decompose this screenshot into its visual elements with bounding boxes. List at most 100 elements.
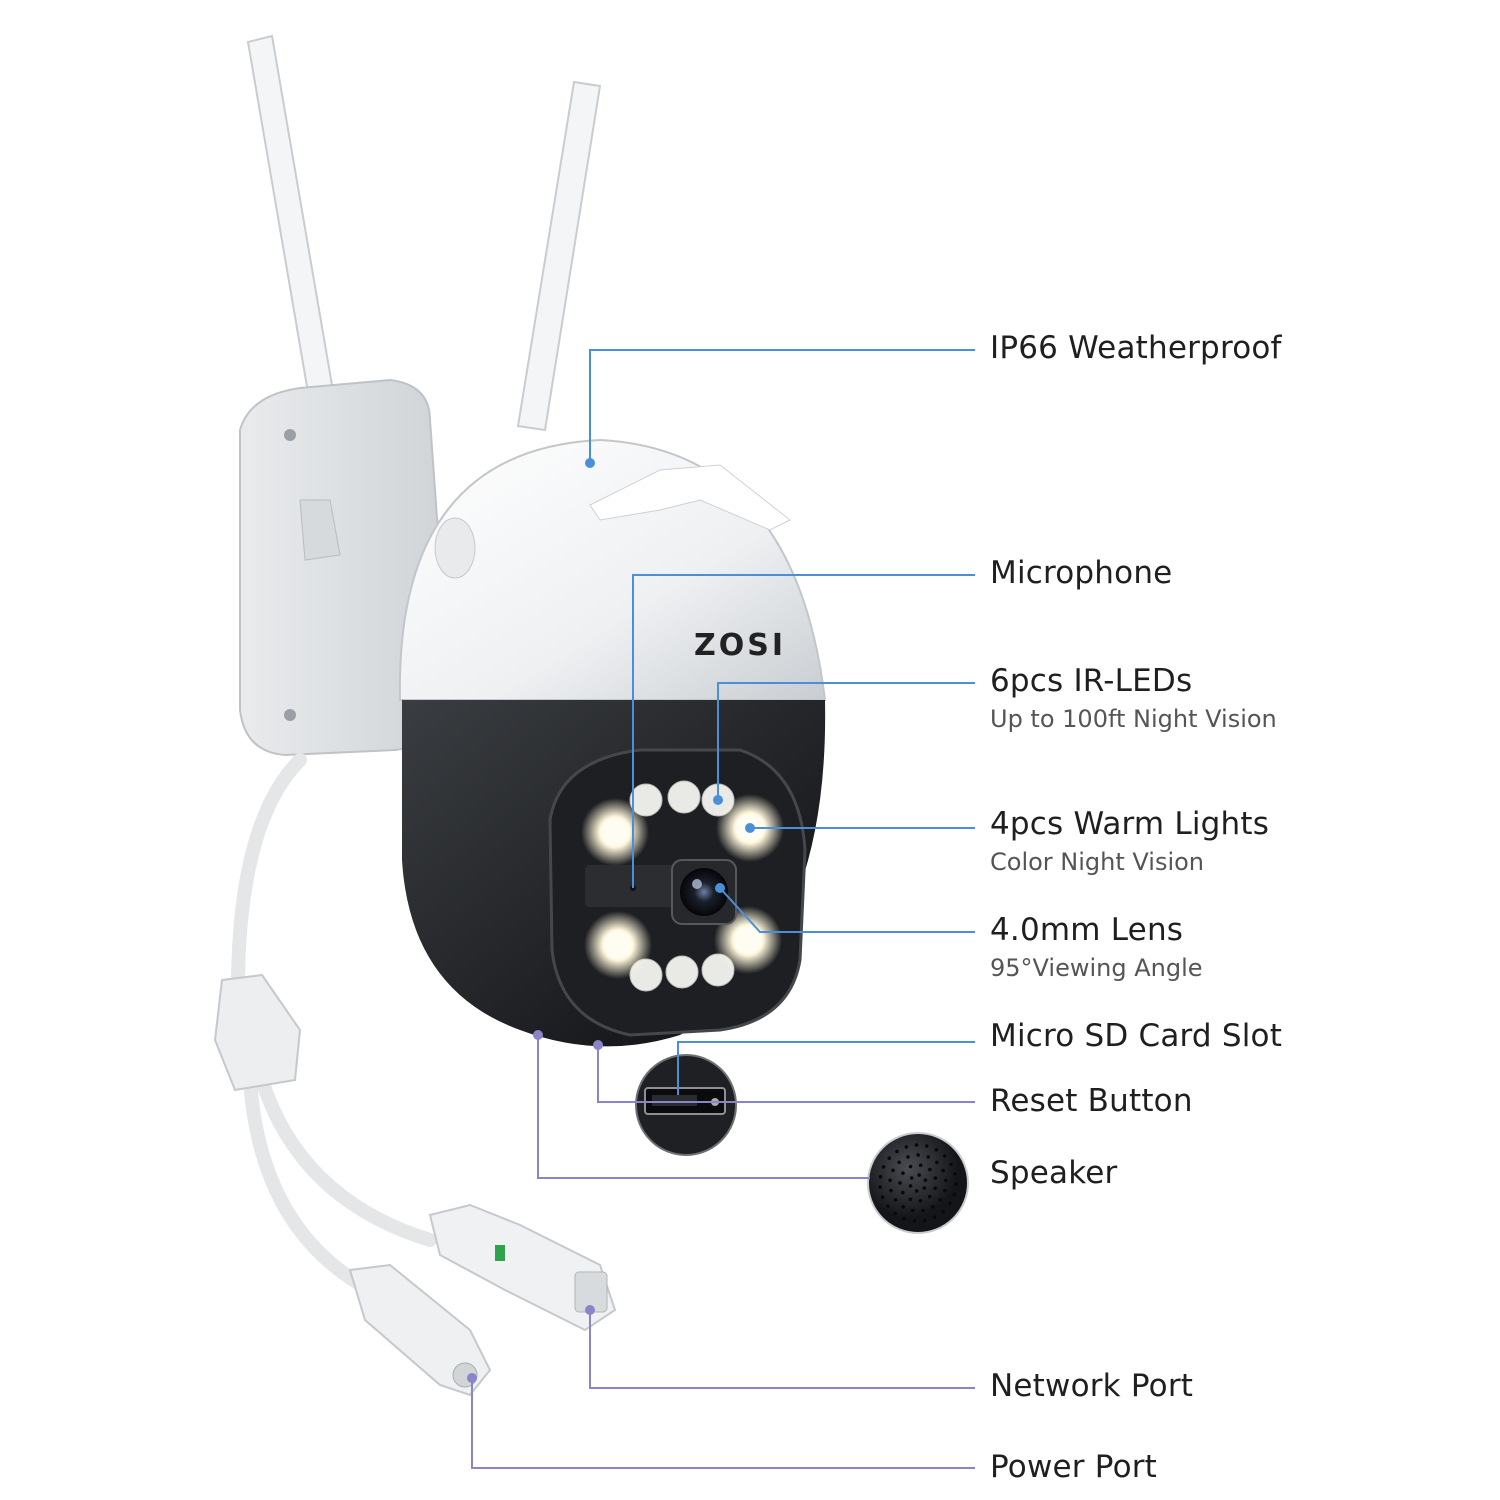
- speaker-hole: [887, 1156, 891, 1160]
- camera-head: [402, 700, 826, 1047]
- speaker-hole: [904, 1145, 909, 1149]
- warm-light: [604, 931, 632, 959]
- callout-network: Network Port: [990, 1368, 1193, 1404]
- power-connector: [348, 1263, 492, 1397]
- ir-led: [665, 955, 699, 989]
- leader-lens: [719, 887, 975, 933]
- callout-title: Reset Button: [990, 1083, 1193, 1119]
- callout-title: Microphone: [990, 555, 1173, 591]
- callout-ir-leds: 6pcs IR-LEDs Up to 100ft Night Vision: [990, 663, 1277, 733]
- callout-reset: Reset Button: [990, 1083, 1193, 1119]
- speaker-hole: [893, 1198, 898, 1202]
- speaker-hole: [897, 1160, 901, 1165]
- speaker-hole: [880, 1195, 885, 1199]
- speaker-hole: [938, 1198, 943, 1202]
- speaker-hole: [902, 1216, 907, 1221]
- speaker-hole: [888, 1178, 892, 1183]
- speaker-hole: [933, 1186, 937, 1190]
- leader-network: [589, 1310, 975, 1389]
- speaker-hole: [922, 1218, 927, 1223]
- speaker-hole: [889, 1188, 893, 1193]
- callout-subtitle: Up to 100ft Night Vision: [990, 705, 1277, 733]
- speaker-hole: [949, 1162, 953, 1166]
- speaker-hole: [908, 1197, 913, 1202]
- speaker-hole: [941, 1168, 945, 1173]
- camera-lens: [671, 859, 737, 925]
- callout-ip66: IP66 Weatherproof: [990, 330, 1282, 366]
- speaker-hole: [928, 1167, 932, 1172]
- network-connector: [428, 1203, 617, 1332]
- callout-power: Power Port: [990, 1449, 1157, 1485]
- speaker-hole: [909, 1176, 914, 1180]
- speaker-hole: [912, 1219, 917, 1223]
- speaker-hole: [901, 1171, 905, 1175]
- speaker-hole: [930, 1205, 935, 1209]
- warm-light-group: [581, 794, 784, 979]
- callout-title: Network Port: [990, 1368, 1194, 1404]
- speaker-hole: [881, 1165, 886, 1169]
- screw-hole: [284, 429, 296, 441]
- camera-dome: [398, 438, 827, 701]
- speaker-hole: [901, 1190, 905, 1195]
- power-cable: [231, 753, 437, 1297]
- callout-speaker: Speaker: [990, 1155, 1118, 1191]
- speaker-hole: [893, 1211, 897, 1216]
- ir-led: [667, 780, 701, 814]
- speaker-hole: [944, 1178, 948, 1183]
- speaker-hole: [901, 1205, 905, 1209]
- speaker-hole: [911, 1208, 915, 1213]
- callout-warm-lights: 4pcs Warm Lights Color Night Vision: [990, 806, 1269, 876]
- leader-ir-leds: [717, 682, 975, 800]
- callout-sd-slot: Micro SD Card Slot: [990, 1018, 1282, 1054]
- speaker-hole: [878, 1175, 883, 1179]
- callout-subtitle: Color Night Vision: [990, 848, 1205, 876]
- speaker-hole: [942, 1154, 947, 1158]
- speaker-hole: [898, 1181, 902, 1185]
- speaker-hole: [925, 1144, 929, 1148]
- callout-lens: 4.0mm Lens 95°Viewing Angle: [990, 912, 1203, 982]
- callout-subtitle: 95°Viewing Angle: [990, 954, 1203, 982]
- leader-reset: [597, 1045, 975, 1103]
- speaker-hole: [915, 1189, 919, 1193]
- speaker-hole: [918, 1163, 923, 1167]
- speaker-hole: [954, 1182, 958, 1186]
- speaker-hole: [935, 1160, 939, 1165]
- leader-dots: [467, 458, 755, 1383]
- speaker-hole: [895, 1149, 899, 1154]
- screw-hole: [284, 709, 296, 721]
- speaker-hole: [932, 1215, 937, 1219]
- wall-mount: [239, 378, 452, 757]
- leader-microphone: [632, 574, 975, 888]
- antenna-right: [516, 80, 602, 432]
- speaker-hole: [934, 1148, 939, 1152]
- leader-speaker: [537, 1035, 870, 1179]
- brand-logo: ZOSI: [694, 628, 786, 663]
- speaker-hole: [886, 1204, 890, 1208]
- leader-sd-slot: [677, 1041, 975, 1095]
- speaker-hole: [943, 1188, 947, 1193]
- warm-light: [734, 926, 762, 954]
- speaker-hole: [878, 1185, 882, 1189]
- speaker-hole: [953, 1172, 957, 1176]
- cable-splitter: [213, 973, 302, 1092]
- speaker-hole: [923, 1178, 928, 1182]
- speaker-hole: [948, 1201, 952, 1206]
- speaker-hole: [921, 1208, 925, 1213]
- callout-title: Micro SD Card Slot: [990, 1018, 1283, 1054]
- speaker-hole: [908, 1164, 913, 1169]
- speaker-hole: [952, 1192, 957, 1197]
- callout-microphone: Microphone: [990, 555, 1172, 591]
- callout-title: 4pcs Warm Lights: [990, 806, 1270, 842]
- speaker-hole: [941, 1209, 945, 1214]
- callout-title: IP66 Weatherproof: [990, 330, 1282, 366]
- callout-title: 6pcs IR-LEDs: [990, 663, 1193, 699]
- callout-title: 4.0mm Lens: [990, 912, 1184, 948]
- speaker-hole: [917, 1173, 921, 1177]
- callout-title: Speaker: [990, 1155, 1118, 1191]
- speaker-hole: [933, 1176, 938, 1180]
- speaker-inset: [867, 1132, 969, 1234]
- leader-power: [471, 1378, 975, 1469]
- speaker-hole: [916, 1153, 920, 1157]
- speaker-hole: [927, 1194, 932, 1199]
